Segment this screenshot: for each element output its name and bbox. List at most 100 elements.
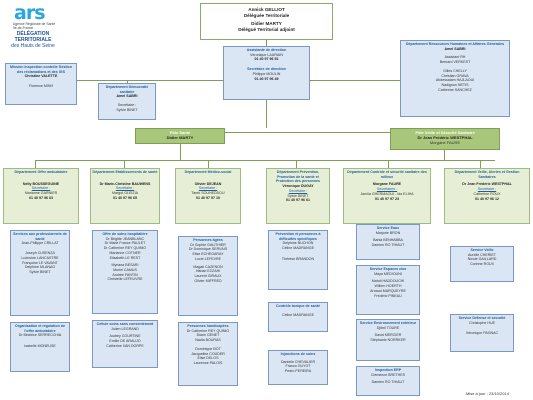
delegation-title-line1: DÉLÉGATION TERRITORIALE [14, 31, 52, 43]
dept-sec-name: Catherine ROUX [473, 191, 501, 196]
service-member: Delphine BUCHON [282, 241, 314, 246]
rh-member: Nadignon NETIS [441, 82, 469, 87]
service-member: Thérèse BRANDON [281, 256, 315, 261]
dept-sec-label: Secrétaires : [376, 187, 398, 192]
service-member: Ludovine LANCASTRE [21, 255, 59, 260]
service-member: David MERCIER [374, 333, 402, 338]
service-member: Mahdi HADDOUCHI [371, 279, 405, 284]
logo-subtitle-line2: Ile-de-France [13, 26, 34, 30]
service-member: Joseph CUSENZA [25, 251, 55, 256]
assistants-box: Assistante de direction Véronique LAURAI… [223, 46, 310, 100]
service-member: Delphine MLANAG [24, 265, 56, 270]
service-member: Catherine VAN DORPE [106, 343, 144, 348]
service-injonctions-soins: Injonctions de soins Danielle CHEVALIER … [268, 350, 328, 385]
dept-head: Morgane FAURE [372, 182, 402, 187]
democratie-sec-name: Sylvie BINET [116, 107, 138, 112]
rh-head: Amel SABRI [444, 46, 466, 51]
service-member: Magali CAZENON [193, 264, 223, 269]
dept-head: Dr Marie-Christine BAUWENS [99, 181, 151, 186]
service-member: Elisabeth LE REST [109, 255, 141, 260]
service-member: Arnaud MARQUEYRE [370, 288, 406, 293]
service-title: Service Eaux [376, 226, 400, 230]
rh-member: Christian GRAVA [441, 73, 469, 78]
service-head: Dr Béatrice SERRECCHIA [18, 333, 62, 338]
service-member: Myriana BESARI [111, 263, 139, 268]
service-member: Laurent GIRAUX [194, 273, 222, 278]
service-member: Franco GUYOT [285, 364, 311, 369]
dept-veille-alertes: Département Veille, Alertes et Gestion S… [444, 168, 530, 224]
service-controle-toxique: Contrôle toxique de santé Céline MADRANG… [268, 302, 328, 332]
service-member: Bahia BENHABBA [373, 238, 403, 243]
dept-sec-label: Secrétaire : [198, 186, 218, 191]
service-head: Marjorie BRON [375, 230, 401, 235]
service-soins-sans-consentement: Cellule soins sans consentement Julien L… [92, 320, 158, 368]
dept-sec-name: Sylvie BINET [287, 193, 309, 198]
service-member: Céline MADRANGE [282, 246, 314, 251]
dept-head: Nelly BOUSSEGUINE [22, 181, 60, 186]
pole-sante-box: Pôle Santé Didier MARTY [135, 128, 225, 144]
ars-logo-mark: ars [14, 2, 46, 24]
dept-title: Département Prévention, Promotion de la … [275, 170, 321, 184]
deputy-role: Délégué Territorial adjoint [238, 27, 295, 32]
service-veille: Service Veille Aurélie CHERIET Nicole GA… [450, 246, 514, 282]
rh-sub-name: Bernard VERKEST [439, 60, 471, 65]
rh-box: Département Ressources Humaines et Affai… [400, 40, 510, 117]
service-member: Sylvie BINET [29, 269, 51, 274]
dept-tel: 01 40 97 96 61 [286, 198, 310, 203]
democratie-head: Amel SABRI [116, 94, 138, 99]
service-member: Hanan EZZAHI [195, 269, 221, 274]
dept-sec-label: Secrétaire : [288, 188, 308, 193]
dept-prevention: Département Prévention, Promotion de la … [266, 168, 330, 224]
dept-head: Olivier DEJEAN [194, 181, 222, 186]
service-member: Céline MADRANGE [282, 312, 314, 317]
service-member: Danielle CHEVALIER [280, 359, 316, 364]
service-prevention-difficultes: Prévention et personnes à difficultés sp… [268, 230, 328, 290]
service-title: Contrôle toxique de santé [275, 304, 321, 308]
service-head: Maya MEDIOUNI [374, 271, 402, 276]
service-title: Organisation et régulation de l'offre am… [15, 324, 65, 333]
logo-subtitle-line1: Agence Régionale de Santé [13, 22, 56, 26]
dept-head: Véronique DUGAY [282, 184, 314, 189]
service-head: Clémence BRETHES [370, 372, 406, 377]
service-member: Pedro PEREIRA [284, 369, 312, 374]
dept-offre-ambulatoire: Département Offre ambulatoire Nelly BOUS… [3, 168, 79, 224]
mission-member: Florence MINH [28, 84, 54, 89]
democratie-sec-label: Secrétaire : [117, 103, 137, 108]
dept-sec-name: Marianne GARNIER [24, 191, 58, 196]
service-member: Elise DELOS [197, 356, 219, 361]
service-title: Service Environnement extérieur [359, 321, 417, 325]
ars-logo-subtitle: Agence Régionale de Santé Ile-de-France [13, 22, 73, 30]
dept-title: Département Offre ambulatoire [14, 170, 68, 174]
service-member: Dr Marie France PAULET [104, 241, 146, 246]
director-role: Déléguée Territoriale [243, 13, 290, 18]
delegation-title: DÉLÉGATION TERRITORIALE des Hauts de Sei… [2, 31, 64, 49]
rh-member: Catherine SANCHEZ [438, 87, 472, 92]
rh-title: Département Ressources Humaines et Affai… [405, 42, 505, 46]
service-member: Marianne COTNER [109, 250, 141, 255]
pole-veille-title: Pôle Veille et Sécurité Sanitaire [415, 130, 475, 135]
update-date: Mise à jour : 23/10/2014 [466, 391, 509, 396]
service-member: Laurence PALOIS [193, 360, 223, 365]
service-member: Elise ECHEGARAY [192, 252, 224, 257]
service-member: Dr Sophie GAUTHIER [190, 242, 226, 247]
pole-veille-head: Dr Jean Frédéric WESTPHAL [417, 135, 473, 140]
service-title: Personnes handicapées [187, 324, 229, 328]
service-member: Corinne ROUX [470, 262, 494, 267]
service-member: Willem HOERTH [374, 284, 402, 289]
secretary-title: Secrétaire de direction [247, 67, 286, 72]
service-member: Dr Catherine REY QUINIO [103, 246, 147, 251]
dept-etablissements: Département Etablissements de santé Dr M… [90, 168, 160, 224]
secretary-tel: 01 40 97 96 49 [254, 76, 279, 81]
dept-sec-name: Tarek SOUHEDDOU [191, 191, 225, 196]
service-member: Aurélie CHERIET [468, 252, 496, 257]
dept-sec-name: Jamila GHERMAOUI - Ida ELIHA [360, 191, 414, 196]
dept-sec-label: Secrétaire : [31, 186, 51, 191]
service-member: Damien RO THIAUT [371, 380, 405, 385]
rh-member: Gilles CHELLY [443, 68, 467, 73]
service-defense-securite: Service Défense et sécurité Christophe H… [450, 314, 514, 352]
dept-sec-label: Secrétaire : [477, 187, 497, 192]
dept-title: Département Médico-social [184, 170, 232, 174]
service-offre-soins-hospitaliere: Offre de soins hospitalière Dr Brigitte … [92, 230, 158, 314]
dept-sec-label: Secrétaire : [115, 186, 135, 191]
ars-logo: ars [14, 2, 46, 24]
